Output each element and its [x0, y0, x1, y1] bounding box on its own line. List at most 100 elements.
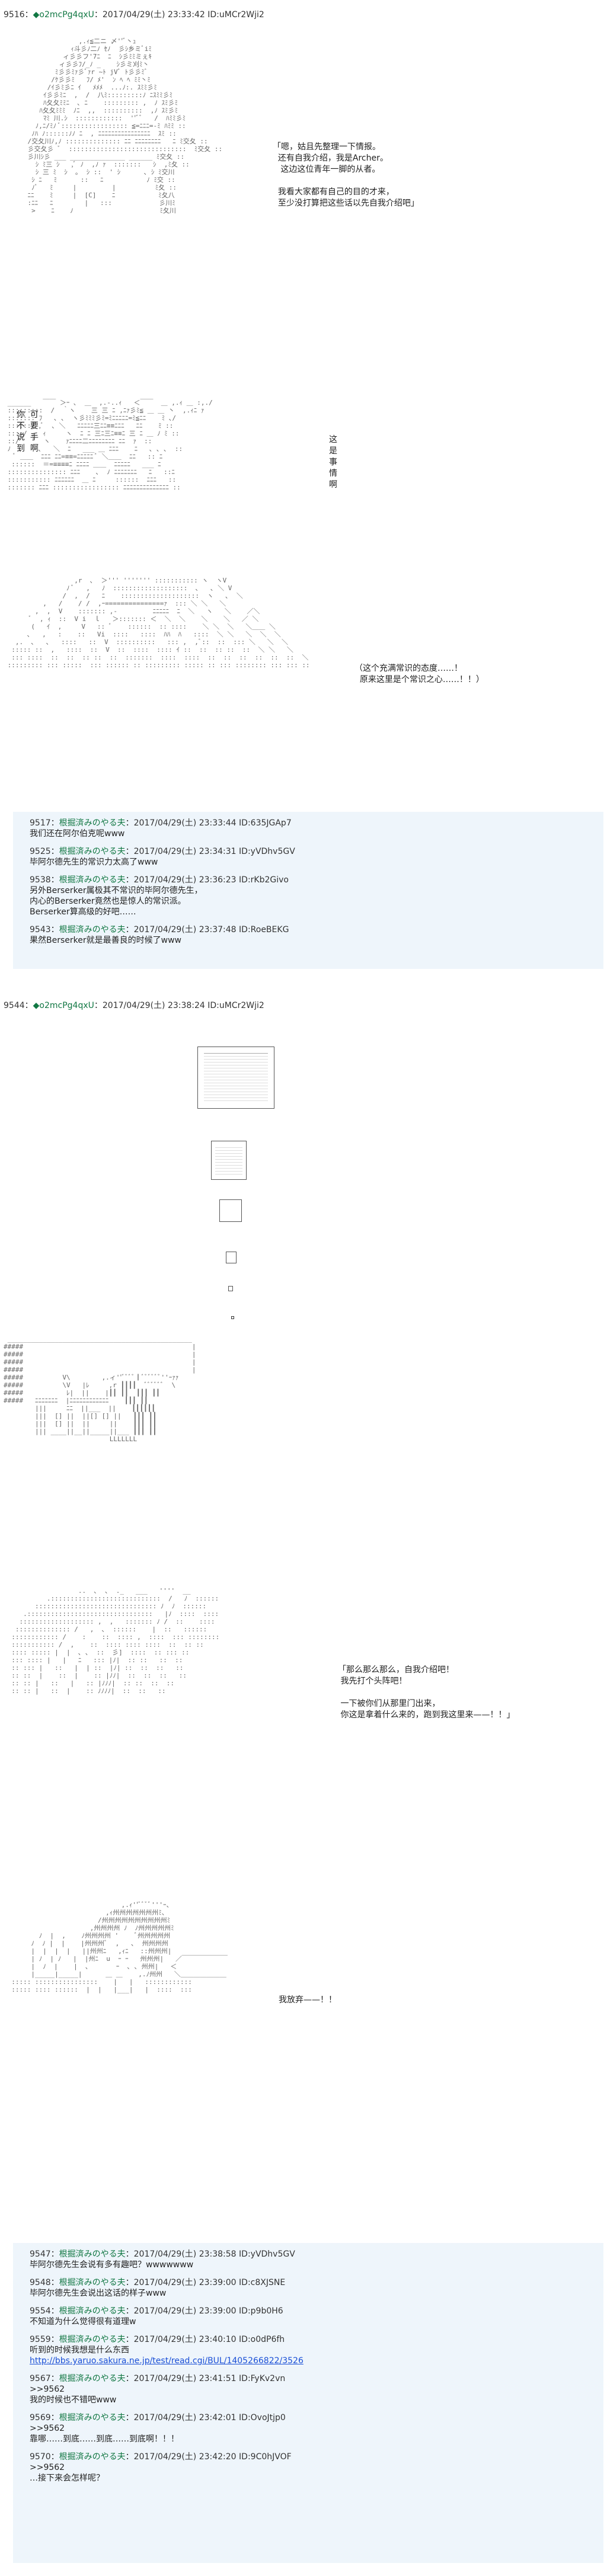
speech-line: 至少没打算把这些话以先自我介绍吧」 [277, 199, 419, 208]
ascii-art-scene: ______ ￣￣ ＞ｰ ､ ＿ ,.-..ｨ ＜￣￣ ＿ ,.ｨ ＿ :,./… [7, 399, 213, 491]
response-item: 9547：根掘済みのやる夫：2017/04/29(土) 23:38:58 ID:… [30, 2249, 603, 2270]
response-date: ：2017/04/29(土) 23:40:10 ID:o0dP6fh [125, 2335, 285, 2344]
speech-thought: （这个充满常识的态度……！ 原来这里是个常识之心……！！） [354, 652, 484, 686]
response-body: 毕阿尔德先生会说有多有趣吧？wwwwwww [30, 2260, 194, 2270]
response-header: 9569：根掘済みのやる夫：2017/04/29(土) 23:42:01 ID:… [30, 2412, 603, 2423]
speech-bubble-left: 你 可 不 要 说 手 到 啊 [17, 398, 39, 455]
response-name: 根掘済みのやる夫 [59, 2278, 126, 2287]
response-body: >>9562 …接下来会怎样呢？ [30, 2463, 104, 2483]
response-name: 根掘済みのやる夫 [59, 847, 126, 856]
speech-line: 原来这里是个常识之心……！！） [359, 675, 484, 684]
panel-square-dot [231, 1316, 234, 1319]
ascii-art-scene: .. ､ ､ ._ ___ '''' __ .:::::::::::::::::… [11, 1587, 220, 1695]
response-date: ：2017/04/29(土) 23:42:20 ID:9C0hJVOF [125, 2452, 292, 2462]
response-number[interactable]: 9559： [30, 2335, 59, 2344]
speech-line: 我看大家都有自己的目的才来， [277, 187, 394, 197]
response-item: 9567：根掘済みのやる夫：2017/04/29(土) 23:41:51 ID:… [30, 2373, 603, 2405]
post-header: 9544：◆o2mcPg4qxU：2017/04/29(土) 23:38:24 … [4, 999, 264, 1011]
response-panel: 9517：根掘済みのやる夫：2017/04/29(土) 23:33:44 ID:… [13, 812, 603, 969]
response-number[interactable]: 9517： [30, 818, 59, 828]
speech-char: 手 [30, 433, 39, 442]
response-header: 9567：根掘済みのやる夫：2017/04/29(土) 23:41:51 ID:… [30, 2373, 603, 2384]
response-item: 9569：根掘済みのやる夫：2017/04/29(土) 23:42:01 ID:… [30, 2412, 603, 2444]
response-body: 毕阿尔德先生的常识力太高了www [30, 857, 158, 867]
response-header: 9547：根掘済みのやる夫：2017/04/29(土) 23:38:58 ID:… [30, 2249, 603, 2260]
panel-square-large [197, 1047, 274, 1109]
speech-char: 你 [17, 410, 25, 420]
response-item: 9548：根掘済みのやる夫：2017/04/29(土) 23:39:00 ID:… [30, 2277, 603, 2299]
response-number[interactable]: 9538： [30, 875, 59, 885]
speech-line: 我放弃——！！ [279, 1995, 337, 2005]
response-number[interactable]: 9548： [30, 2278, 59, 2287]
panel-square-mini [228, 1286, 233, 1291]
ascii-art-scene: ,r ､ ＞''' ''''''' ::::::::::: ヽ ヽV ﾉ ﾞ ,… [7, 577, 310, 669]
speech-char: 事 [329, 457, 337, 467]
response-header: 9548：根掘済みのやる夫：2017/04/29(土) 23:39:00 ID:… [30, 2277, 603, 2288]
post-date: ：2017/04/29(土) 23:33:42 ID:uMCr2Wji2 [94, 10, 264, 20]
response-name: 根掘済みのやる夫 [59, 2306, 126, 2316]
speech-char: 啊 [329, 480, 337, 489]
response-item: 9554：根掘済みのやる夫：2017/04/29(土) 23:39:00 ID:… [30, 2306, 603, 2327]
panel-square-small [219, 1199, 242, 1222]
speech-line: 「那么那么那么，自我介绍吧！ [338, 1665, 454, 1675]
response-header: 9559：根掘済みのやる夫：2017/04/29(土) 23:40:10 ID:… [30, 2334, 603, 2345]
panel-square-tiny [226, 1252, 237, 1263]
ascii-art-scene: ,.ｨ≦二ニ 〆''ﾞ丶ｭ ｨ斗彡ﾉ二ﾉ ｾﾉ 彡ｼ乡ミﾞiﾐ ィ彡彡フ'7ﾆ … [27, 37, 223, 215]
response-name: 根掘済みのやる夫 [59, 2413, 126, 2423]
response-number[interactable]: 9567： [30, 2374, 59, 2383]
speech-line: 一下被你们从那里门出来， [340, 1699, 440, 1708]
speech-char: 说 [17, 433, 25, 442]
speech-char: 是 [329, 446, 337, 456]
response-panel: 9547：根掘済みのやる夫：2017/04/29(土) 23:38:58 ID:… [13, 2243, 603, 2563]
post-header: 9516：◆o2mcPg4qxU：2017/04/29(土) 23:33:42 … [4, 8, 264, 20]
response-body: 毕阿尔德先生会说出这话的样子www [30, 2289, 167, 2298]
response-header: 9525：根掘済みのやる夫：2017/04/29(土) 23:34:31 ID:… [30, 846, 603, 857]
poster-name: ◆o2mcPg4qxU [33, 10, 94, 20]
post-number[interactable]: 9516： [4, 10, 33, 20]
speech-line: 这边这位青年一脚的从者。 [280, 165, 381, 174]
response-date: ：2017/04/29(土) 23:36:23 ID:rKb2Givo [125, 875, 289, 885]
post-number[interactable]: 9544： [4, 1001, 33, 1010]
response-item: 9570：根掘済みのやる夫：2017/04/29(土) 23:42:20 ID:… [30, 2452, 603, 2484]
response-header: 9543：根掘済みのやる夫：2017/04/29(土) 23:37:48 ID:… [30, 924, 603, 935]
speech-char: 可 [30, 410, 39, 420]
response-date: ：2017/04/29(土) 23:34:31 ID:yVDhv5GV [125, 847, 295, 856]
speech-char: 啊 [30, 444, 39, 453]
speech-char: 这 [329, 435, 337, 444]
response-header: 9517：根掘済みのやる夫：2017/04/29(土) 23:33:44 ID:… [30, 818, 603, 828]
response-link[interactable]: http://bbs.yaruo.sakura.ne.jp/test/read.… [30, 2356, 304, 2366]
response-date: ：2017/04/29(土) 23:41:51 ID:FyKv2vn [125, 2374, 286, 2383]
speech-char: 不 [17, 421, 25, 431]
response-body: 我们还在阿尔伯克呢www [30, 829, 125, 839]
response-body: 不知道为什么觉得很有道理w [30, 2317, 136, 2327]
response-item: 9517：根掘済みのやる夫：2017/04/29(土) 23:33:44 ID:… [30, 818, 603, 839]
speech-char: 要 [30, 421, 39, 431]
response-body: 另外Berserker属极其不常识的毕阿尔德先生， 内心的Berserker竟然… [30, 886, 203, 917]
post-date: ：2017/04/29(土) 23:38:24 ID:uMCr2Wji2 [94, 1001, 264, 1010]
panel-square-medium [211, 1141, 247, 1180]
response-number[interactable]: 9569： [30, 2413, 59, 2423]
speech-bubble-right: 这 是 事 情 啊 [329, 423, 337, 491]
response-date: ：2017/04/29(土) 23:39:00 ID:p9b0H6 [125, 2306, 283, 2316]
response-number[interactable]: 9547： [30, 2249, 59, 2259]
response-date: ：2017/04/29(土) 23:39:00 ID:c8XJSNE [125, 2278, 286, 2287]
speech-line: （这个充满常识的态度……！ [354, 664, 462, 673]
ascii-art-scene: ,.ｨ''ﾞﾞﾞﾞ'''ｰ、 ,ｨ州州州州州州州ﾐ、 /州州州州州州州州州州ﾐ … [11, 1901, 228, 1993]
speech-giveup: 我放弃——！！ [279, 1983, 337, 2006]
ascii-art-scene: ________________________________________… [4, 1335, 196, 1443]
response-name: 根掘済みのやる夫 [59, 2374, 126, 2383]
response-number[interactable]: 9525： [30, 847, 59, 856]
response-item: 9559：根掘済みのやる夫：2017/04/29(土) 23:40:10 ID:… [30, 2334, 603, 2366]
speech-line: 「嗯，姑且先整理一下情报。 [273, 142, 381, 152]
response-number[interactable]: 9570： [30, 2452, 59, 2462]
speech-archer: 「嗯，姑且先整理一下情报。 还有自我介绍，我是Archer。 这边这位青年一脚的… [273, 130, 419, 209]
response-header: 9570：根掘済みのやる夫：2017/04/29(土) 23:42:20 ID:… [30, 2452, 603, 2462]
response-item: 9538：根掘済みのやる夫：2017/04/29(土) 23:36:23 ID:… [30, 875, 603, 917]
response-name: 根掘済みのやる夫 [59, 925, 126, 935]
speech-line: 我先打个头阵吧！ [340, 1676, 407, 1686]
response-number[interactable]: 9554： [30, 2306, 59, 2316]
response-body: 果然Berserker就是最善良的时候了www [30, 936, 181, 945]
response-body: >>9562 我的时候也不错吧www [30, 2385, 117, 2405]
response-number[interactable]: 9543： [30, 925, 59, 935]
response-name: 根掘済みのやる夫 [59, 2249, 126, 2259]
